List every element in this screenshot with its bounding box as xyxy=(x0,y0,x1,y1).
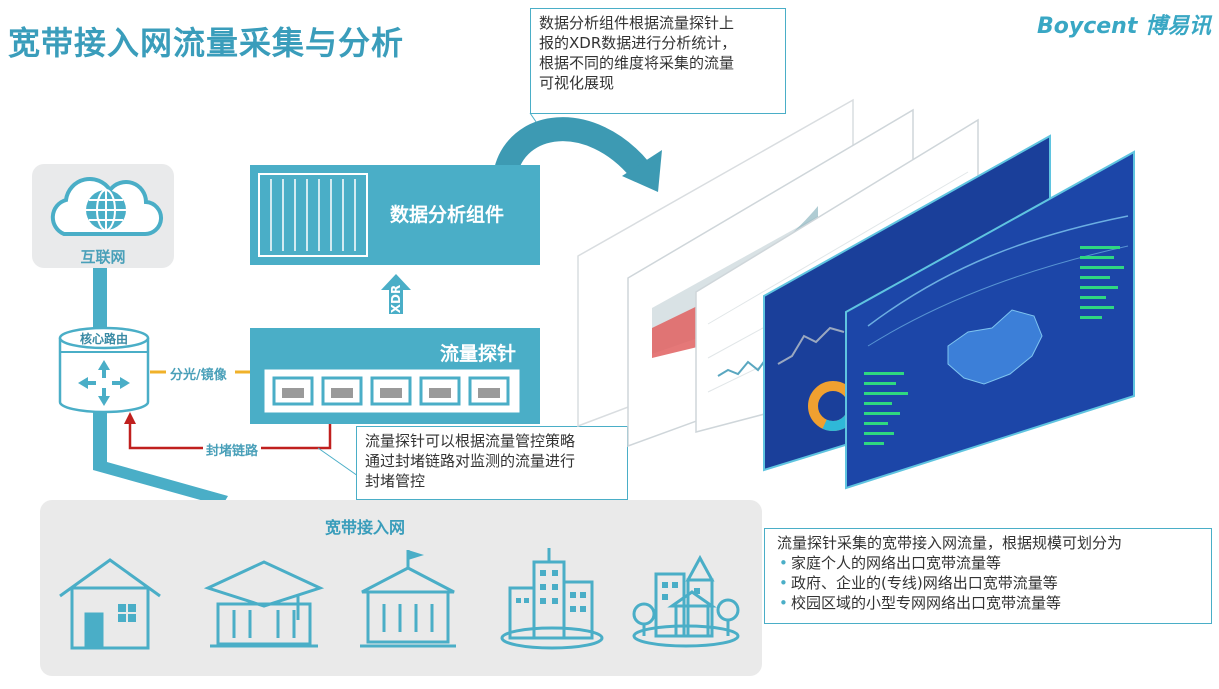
campus-city-icon xyxy=(632,554,740,648)
cloud-globe-icon xyxy=(50,176,163,237)
analysis-callout-line: 数据分析组件根据流量探针上 xyxy=(539,14,735,32)
list-item: 校园区域的小型专网网络出口宽带流量等 xyxy=(779,593,1203,613)
office-towers-icon xyxy=(500,548,604,650)
government-building-icon xyxy=(360,550,456,648)
probe-callout: 流量探针可以根据流量管控策略 通过封堵链路对监测的流量进行 封堵管控 xyxy=(356,426,628,500)
analysis-callout-line: 根据不同的维度将采集的流量 xyxy=(539,54,735,72)
list-item: 政府、企业的(专线)网络出口宽带流量等 xyxy=(779,573,1203,593)
xdr-up-arrow xyxy=(381,274,411,314)
analysis-component-box xyxy=(250,165,540,265)
mirror-label: 分光/镜像 xyxy=(170,368,227,383)
flow-curve-arrowhead xyxy=(622,150,662,192)
probe-callout-line: 通过封堵链路对监测的流量进行 xyxy=(365,452,576,470)
router-label: 核心路由 xyxy=(79,332,128,346)
xdr-label: XDR xyxy=(389,284,403,314)
probe-callout-pointer xyxy=(317,447,359,477)
scale-callout: 流量探针采集的宽带接入网流量，根据规模可划分为 家庭个人的网络出口宽带流量等 政… xyxy=(764,528,1212,624)
flow-curve xyxy=(493,117,650,179)
analysis-callout-line: 报的XDR数据进行分析统计， xyxy=(539,34,737,52)
house-icon xyxy=(59,558,161,650)
server-rack-icon xyxy=(258,173,368,257)
school-icon xyxy=(203,560,325,648)
traffic-probe-label: 流量探针 xyxy=(440,343,517,365)
page-title: 宽带接入网流量采集与分析 xyxy=(8,24,405,62)
brand-logo: Boycent 博易讯 xyxy=(1036,14,1211,39)
probe-callout-line: 流量探针可以根据流量管控策略 xyxy=(365,432,576,450)
link-router-access xyxy=(93,410,228,506)
scale-callout-intro: 流量探针采集的宽带接入网流量，根据规模可划分为 xyxy=(777,534,1123,552)
dashboard-stack xyxy=(577,98,1135,490)
probe-callout-line: 封堵管控 xyxy=(365,472,426,490)
dashboard-screen-dark-2 xyxy=(845,150,1135,490)
scale-list: 家庭个人的网络出口宽带流量等 政府、企业的(专线)网络出口宽带流量等 校园区域的… xyxy=(777,553,1203,613)
access-network-label: 宽带接入网 xyxy=(324,518,405,537)
core-router-icon xyxy=(58,326,150,414)
internet-label: 互联网 xyxy=(80,248,126,266)
link-internet-router xyxy=(93,268,107,330)
list-item: 家庭个人的网络出口宽带流量等 xyxy=(779,553,1203,573)
analysis-callout-line: 可视化展现 xyxy=(539,74,615,92)
analysis-callout: 数据分析组件根据流量探针上 报的XDR数据进行分析统计， 根据不同的维度将采集的… xyxy=(530,8,786,114)
block-link-arrow xyxy=(124,412,136,424)
analysis-component-label: 数据分析组件 xyxy=(390,204,505,226)
access-icons xyxy=(59,548,740,650)
block-link-label: 封堵链路 xyxy=(203,440,262,459)
probe-ports xyxy=(264,369,520,413)
